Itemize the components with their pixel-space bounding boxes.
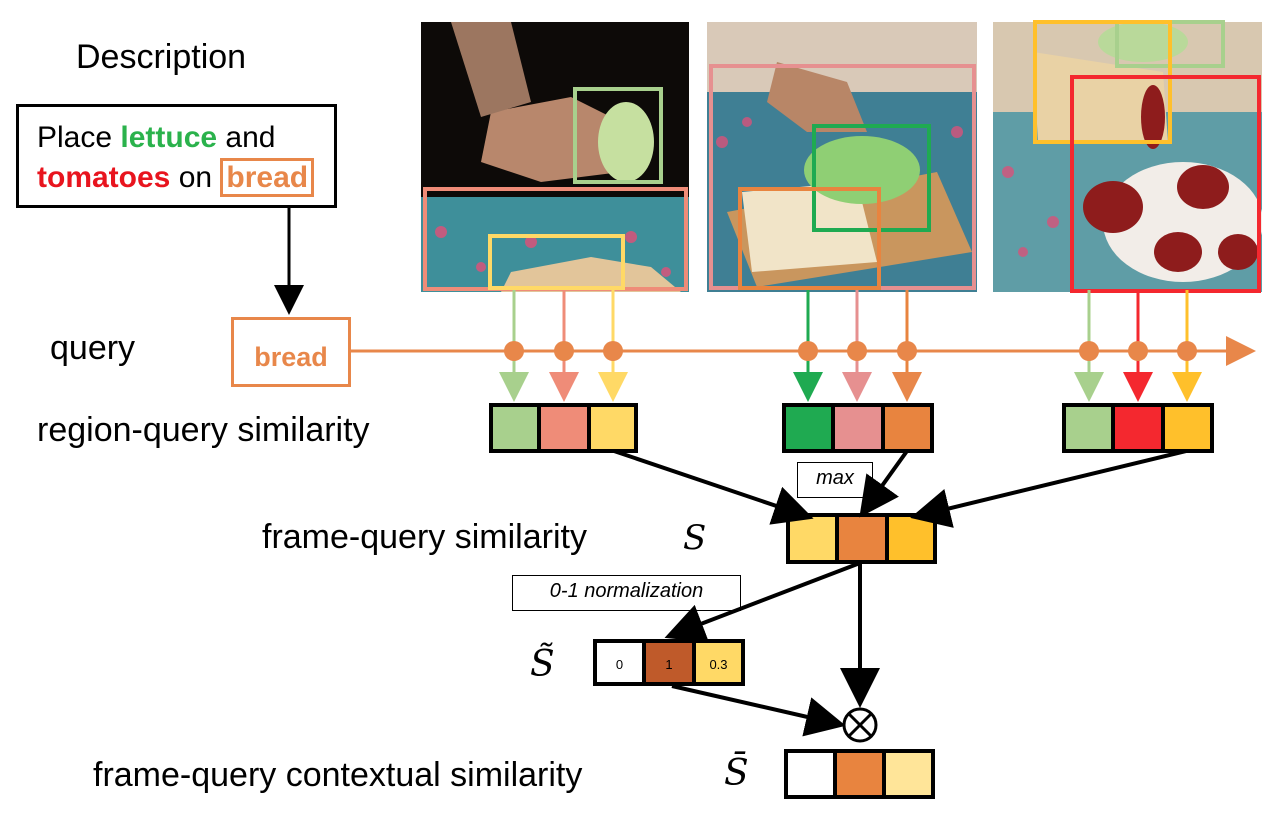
word-lettuce: lettuce — [120, 121, 218, 154]
region-query-similarity-label: region-query similarity — [37, 411, 370, 449]
word-tomatoes: tomatoes — [37, 161, 171, 194]
max-tag: max — [797, 462, 873, 498]
query-word: bread — [254, 342, 328, 372]
max-tag-text: max — [816, 467, 854, 489]
normalization-tag: 0-1 normalization — [512, 575, 741, 611]
contextual-cell-2 — [833, 749, 886, 799]
normalized-to-product-arrow — [671, 684, 846, 737]
description-text-and: and — [217, 121, 276, 154]
frame-query-similarity-label: frame-query similarity — [262, 518, 587, 556]
region-cell-f3-bread — [1161, 403, 1214, 453]
contextual-cell-3 — [882, 749, 935, 799]
region-cell-f2-lettuce — [782, 403, 835, 453]
normalized-value-3: 0.3 — [709, 657, 728, 672]
region-cell-f1-lettuce — [489, 403, 541, 453]
contextual-cell-1 — [784, 749, 837, 799]
description-text-on: on — [170, 161, 213, 194]
max-arrow-frame-1 — [613, 449, 814, 525]
max-arrow-frame-3 — [910, 449, 1187, 528]
description-line-1: Place lettuce and — [37, 121, 275, 155]
symbol-s: S — [683, 518, 707, 558]
region-cell-f2-bread — [881, 403, 934, 453]
description-text-place: Place — [37, 121, 121, 154]
region-cell-f2-table — [831, 403, 885, 453]
word-bread: bread — [220, 158, 315, 197]
normalized-cell-3: 0.3 — [692, 639, 745, 686]
frame-sim-cell-3 — [885, 513, 937, 564]
region-cell-f1-bread — [587, 403, 638, 453]
query-label: query — [50, 329, 136, 367]
normalized-cell-2: 1 — [642, 639, 696, 686]
frame-sim-cell-2 — [835, 513, 889, 564]
description-box: Place lettuce and tomatoes on bread — [16, 104, 337, 208]
normalized-cell-1: 0 — [593, 639, 646, 686]
video-frame-1 — [421, 22, 689, 292]
contextual-similarity-label: frame-query contextual similarity — [93, 756, 583, 794]
description-line-2: tomatoes on bread — [37, 158, 315, 197]
multiply-icon — [842, 707, 878, 743]
region-cell-f1-table — [537, 403, 591, 453]
normalized-value-2: 1 — [665, 657, 673, 672]
symbol-s-tilde: S̃ — [530, 644, 555, 685]
video-frame-2 — [707, 22, 977, 292]
frame-sim-cell-1 — [786, 513, 839, 564]
video-frame-3 — [993, 22, 1262, 292]
description-heading: Description — [76, 38, 247, 76]
region-cell-f3-lettuce — [1062, 403, 1115, 453]
region-cell-f3-tomatoes — [1111, 403, 1165, 453]
normalization-tag-text: 0-1 normalization — [549, 580, 704, 602]
query-box: bread — [231, 317, 351, 387]
normalized-value-1: 0 — [615, 657, 624, 672]
symbol-s-bar: S̄ — [724, 753, 749, 794]
query-dots — [504, 341, 1197, 361]
